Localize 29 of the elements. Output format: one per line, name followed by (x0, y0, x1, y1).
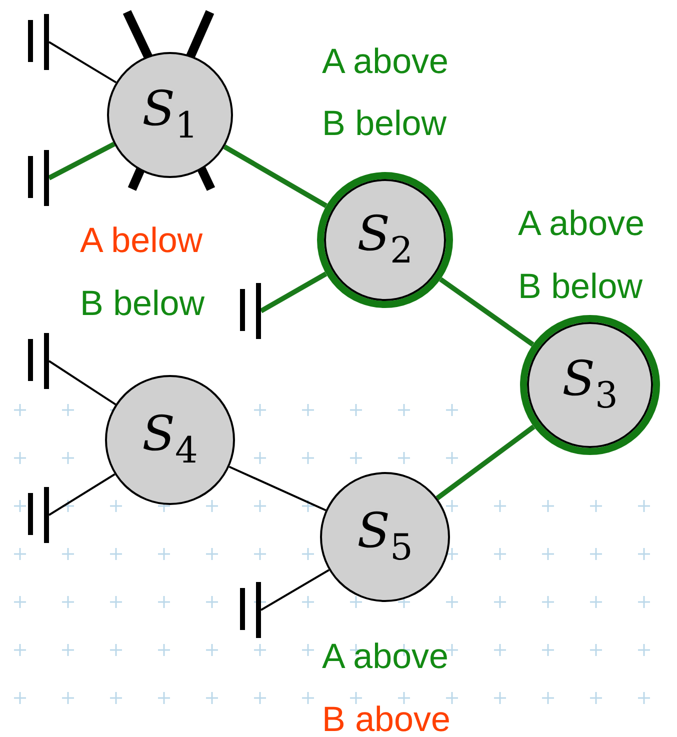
condition-label: A above (322, 639, 448, 674)
connector-line (260, 569, 330, 611)
terminal-symbol (28, 487, 49, 543)
state-label: S$_{1}$ (142, 85, 198, 145)
terminal-symbol (240, 283, 261, 339)
condition-label: B below (80, 286, 205, 321)
state-label: S$_{3}$ (562, 355, 618, 415)
connector-line (228, 466, 326, 512)
connector-line (48, 360, 116, 406)
terminal-symbol (28, 150, 49, 206)
condition-label: A above (518, 206, 644, 241)
connector-line (48, 41, 117, 84)
condition-label: B above (322, 702, 450, 737)
state-label: S$_{2}$ (357, 210, 413, 270)
connector-line (260, 272, 328, 314)
condition-label: A above (322, 44, 448, 79)
condition-label: B below (322, 106, 447, 141)
terminal-symbol (28, 14, 49, 70)
connector-line (48, 142, 116, 180)
terminal-symbol (28, 333, 49, 389)
condition-label: B below (518, 269, 643, 304)
connector-line (439, 277, 534, 347)
state-label: S$_{4}$ (142, 410, 198, 470)
condition-label: A below (80, 223, 203, 258)
connector-line (223, 144, 328, 208)
terminal-symbol (240, 582, 261, 638)
connector-line (48, 473, 116, 516)
state-label: S$_{5}$ (357, 507, 413, 567)
connector-line (436, 424, 536, 500)
